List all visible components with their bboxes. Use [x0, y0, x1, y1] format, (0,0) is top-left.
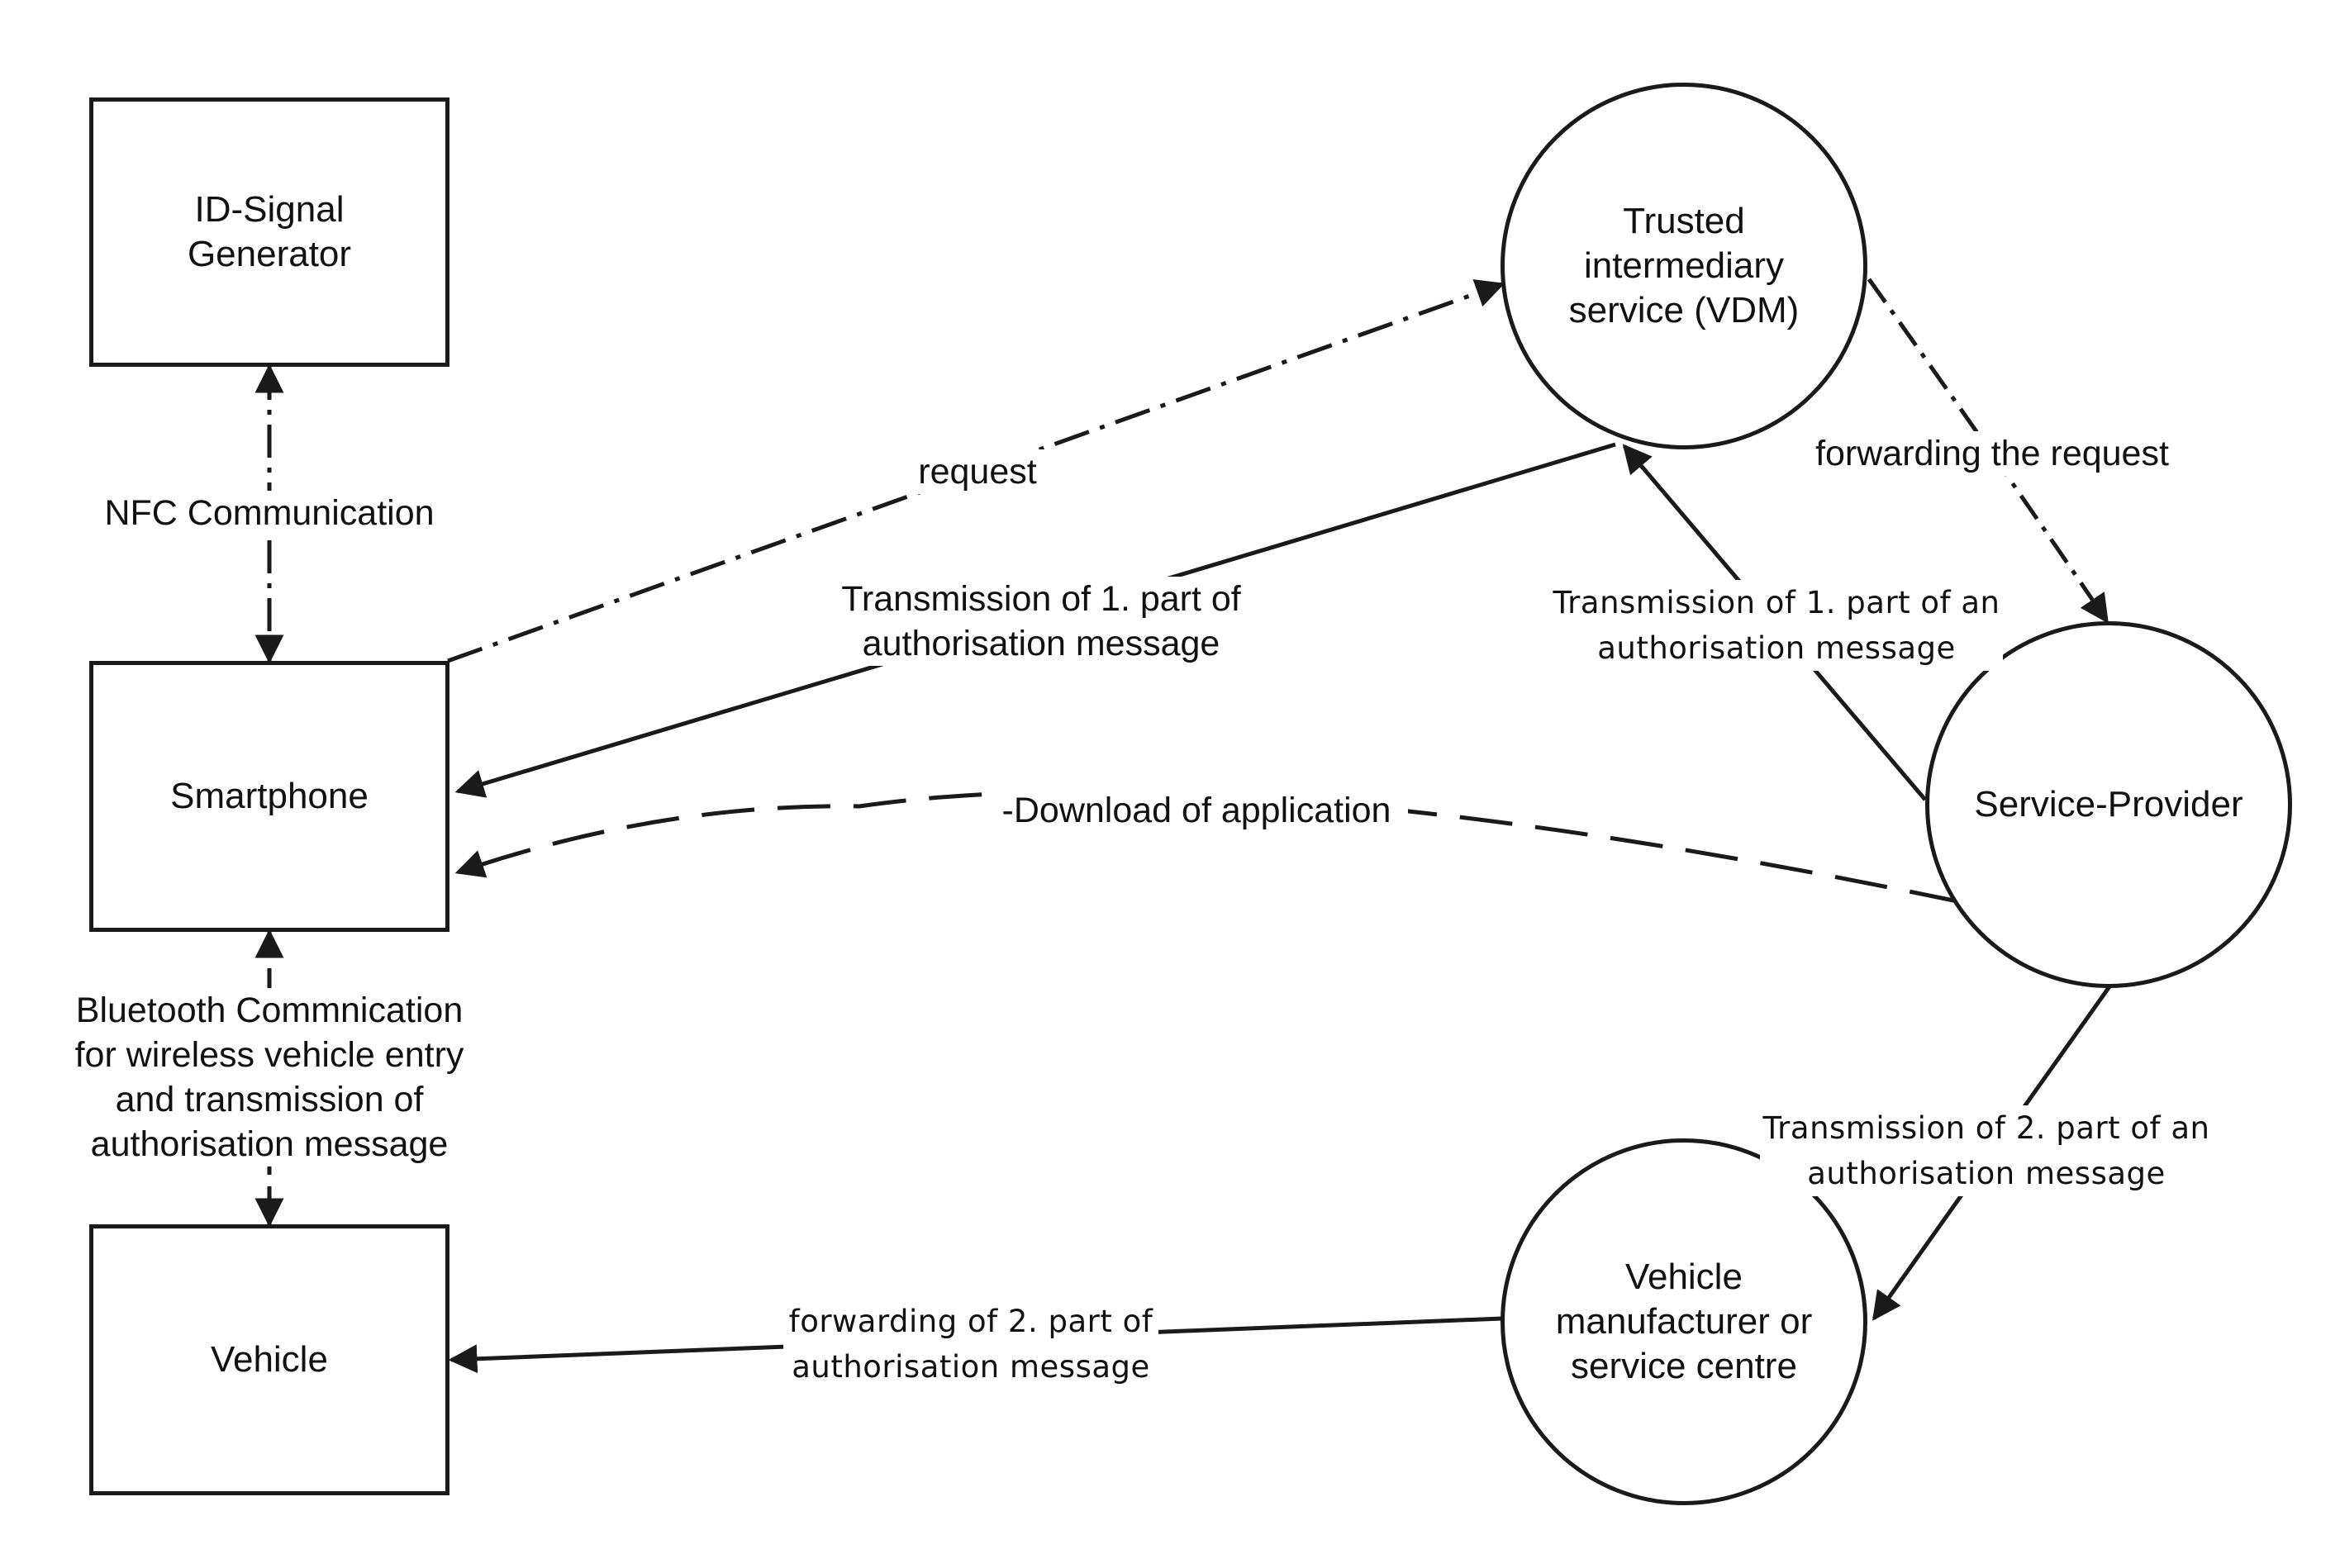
download-label: -Download of application — [985, 788, 1408, 833]
forwarding-request-label: forwarding the request — [1798, 431, 2186, 476]
vehicle-manufacturer-label: Vehicle manufacturer or service centre — [1556, 1255, 1813, 1389]
transmission-1-smartphone-label: Transmission of 1. part of authorisation… — [810, 577, 1272, 666]
vehicle-box: Vehicle — [89, 1224, 449, 1495]
service-provider-label: Service-Provider — [1974, 782, 2242, 827]
transmission-2-label: Transmission of 2. part of an authorisat… — [1760, 1105, 2213, 1196]
bluetooth-label: Bluetooth Commnication for wireless vehi… — [41, 988, 497, 1166]
trusted-intermediary-label: Trusted intermediary service (VDM) — [1569, 199, 1800, 333]
id-signal-generator-box: ID-Signal Generator — [89, 97, 449, 367]
vehicle-label: Vehicle — [211, 1338, 328, 1382]
request-label: request — [906, 449, 1049, 494]
smartphone-label: Smartphone — [170, 774, 369, 819]
nfc-label: NFC Communication — [86, 491, 453, 535]
transmission-1-provider-label: Transmission of 1. part of an authorisat… — [1550, 580, 2003, 671]
smartphone-box: Smartphone — [89, 661, 449, 932]
forwarding-2-label: forwarding of 2. part of authorisation m… — [783, 1299, 1158, 1390]
id-signal-generator-label: ID-Signal Generator — [188, 188, 351, 277]
trusted-intermediary-circle: Trusted intermediary service (VDM) — [1501, 83, 1867, 449]
service-provider-circle: Service-Provider — [1925, 621, 2292, 988]
